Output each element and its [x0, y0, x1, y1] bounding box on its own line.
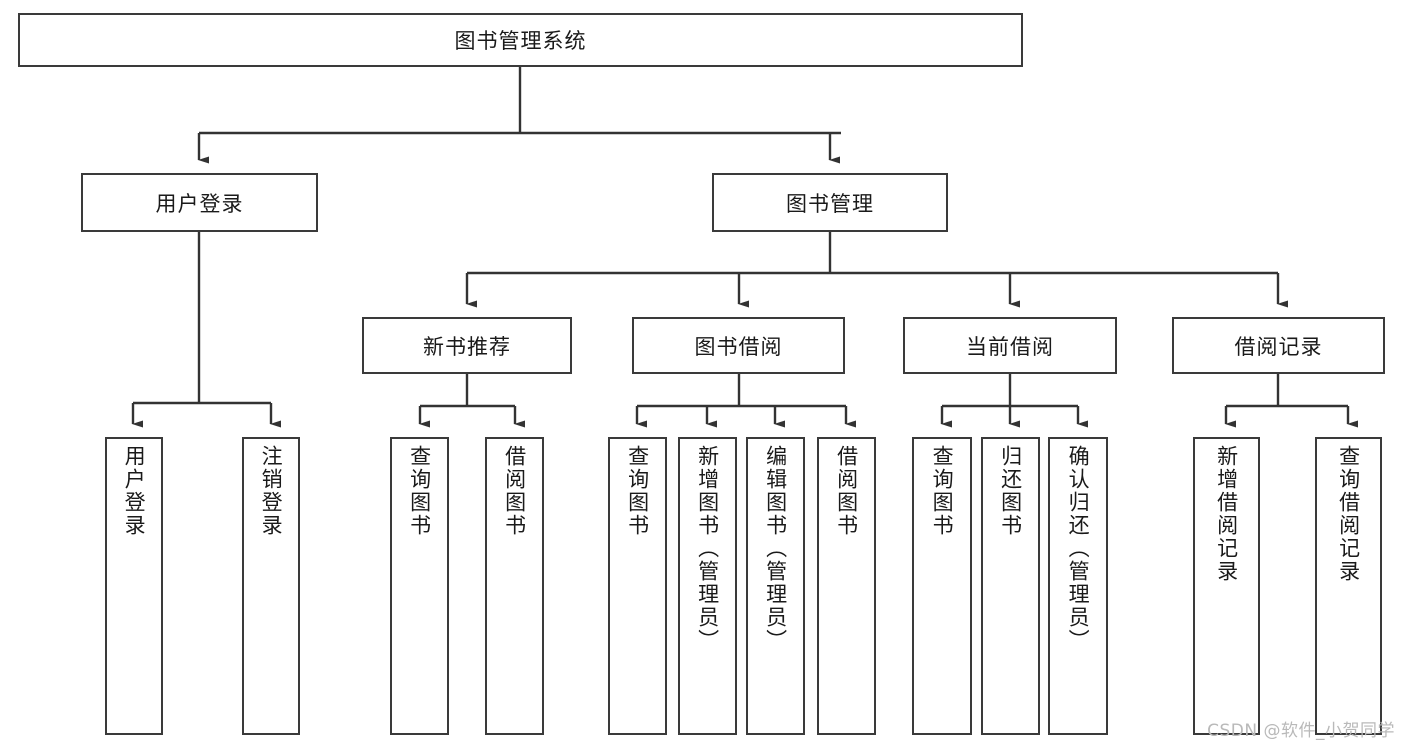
leaf-confirm-return[interactable]: 确认归还（管理员） [1048, 437, 1108, 735]
node-borrow-record-label: 借阅记录 [1234, 334, 1323, 359]
leaf-return-book[interactable]: 归还图书 [981, 437, 1040, 735]
node-borrow-record[interactable]: 借阅记录 [1172, 317, 1385, 374]
leaf-add-book[interactable]: 新增图书（管理员） [678, 437, 737, 735]
leaf-return-book-label: 归还图书 [998, 445, 1023, 537]
node-current-borrow-label: 当前借阅 [966, 334, 1054, 359]
leaf-add-record-label: 新增借阅记录 [1214, 445, 1239, 583]
leaf-user-login[interactable]: 用户登录 [105, 437, 163, 735]
leaf-user-logout[interactable]: 注销登录 [242, 437, 300, 735]
node-new-book-rec-label: 新书推荐 [423, 334, 511, 359]
leaf-edit-book-label: 编辑图书（管理员） [763, 445, 788, 652]
leaf-borrow-book-rec-label: 借阅图书 [502, 445, 527, 537]
leaf-add-record[interactable]: 新增借阅记录 [1193, 437, 1260, 735]
node-current-borrow[interactable]: 当前借阅 [903, 317, 1117, 374]
leaf-add-book-label: 新增图书（管理员） [695, 445, 720, 652]
node-book-borrow-label: 图书借阅 [694, 334, 783, 359]
leaf-borrow-book-rec[interactable]: 借阅图书 [485, 437, 544, 735]
leaf-query-record[interactable]: 查询借阅记录 [1315, 437, 1382, 735]
node-user-login[interactable]: 用户登录 [81, 173, 318, 232]
leaf-query-record-label: 查询借阅记录 [1336, 445, 1361, 583]
leaf-edit-book[interactable]: 编辑图书（管理员） [746, 437, 805, 735]
node-book-manage[interactable]: 图书管理 [712, 173, 948, 232]
leaf-query-book-rec[interactable]: 查询图书 [390, 437, 449, 735]
leaf-query-book-rec-label: 查询图书 [407, 445, 432, 537]
node-book-manage-label: 图书管理 [786, 191, 874, 216]
leaf-query-book-borrow-label: 查询图书 [625, 445, 650, 537]
node-new-book-rec[interactable]: 新书推荐 [362, 317, 572, 374]
leaf-borrow-book[interactable]: 借阅图书 [817, 437, 876, 735]
node-root-label: 图书管理系统 [454, 29, 587, 53]
node-user-login-label: 用户登录 [155, 191, 244, 216]
leaf-query-book-current-label: 查询图书 [930, 445, 955, 537]
leaf-query-book-current[interactable]: 查询图书 [912, 437, 972, 735]
node-book-borrow[interactable]: 图书借阅 [632, 317, 845, 374]
leaf-borrow-book-label: 借阅图书 [834, 445, 859, 537]
leaf-query-book-borrow[interactable]: 查询图书 [608, 437, 667, 735]
leaf-user-logout-label: 注销登录 [259, 445, 284, 537]
watermark-text: CSDN @软件_小贺同学 [1207, 721, 1395, 741]
node-root[interactable]: 图书管理系统 [18, 13, 1023, 67]
leaf-user-login-label: 用户登录 [122, 445, 147, 537]
leaf-confirm-return-label: 确认归还（管理员） [1066, 445, 1091, 652]
